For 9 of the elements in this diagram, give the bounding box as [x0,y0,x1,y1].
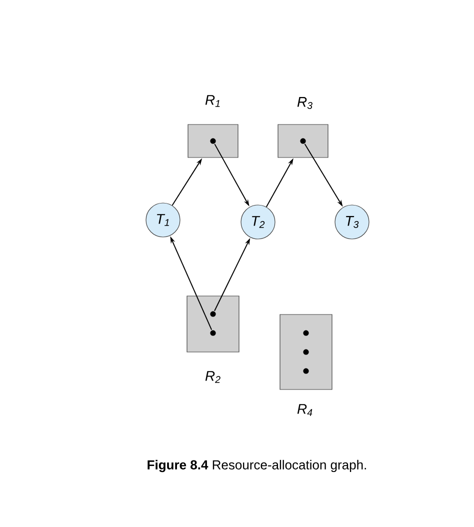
resource-box [280,314,332,390]
resource-box [188,124,238,158]
caption: Figure 8.4 Resource-allocation graph. [148,460,366,472]
resource-label: R$_{1}$ [205,95,220,107]
resource-label: R$_{3}$ [297,97,312,109]
resource-box [278,124,328,158]
resource-label: R$_{4}$ [297,404,312,416]
resource-box [186,296,240,352]
resource-label: R$_{2}$ [205,371,220,383]
